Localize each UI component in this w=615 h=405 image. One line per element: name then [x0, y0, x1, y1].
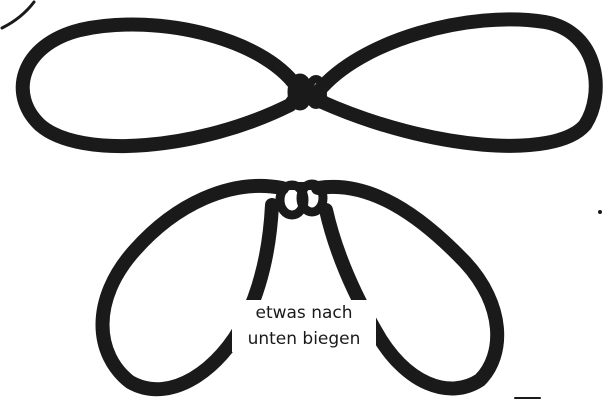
instruction-label: etwas nach unten biegen — [232, 300, 376, 352]
instruction-line-2: unten biegen — [234, 326, 374, 352]
bottom-left-petal — [103, 186, 283, 389]
bottom-right-petal — [318, 187, 497, 389]
top-figure-eight — [23, 19, 596, 146]
top-left-loop — [23, 25, 300, 147]
stray-dot — [598, 210, 602, 214]
bottom-petals — [103, 184, 498, 389]
bottom-knot — [278, 184, 330, 215]
top-right-loop — [318, 19, 596, 145]
corner-circle-fragment — [2, 2, 34, 28]
instruction-line-1: etwas nach — [234, 300, 374, 326]
